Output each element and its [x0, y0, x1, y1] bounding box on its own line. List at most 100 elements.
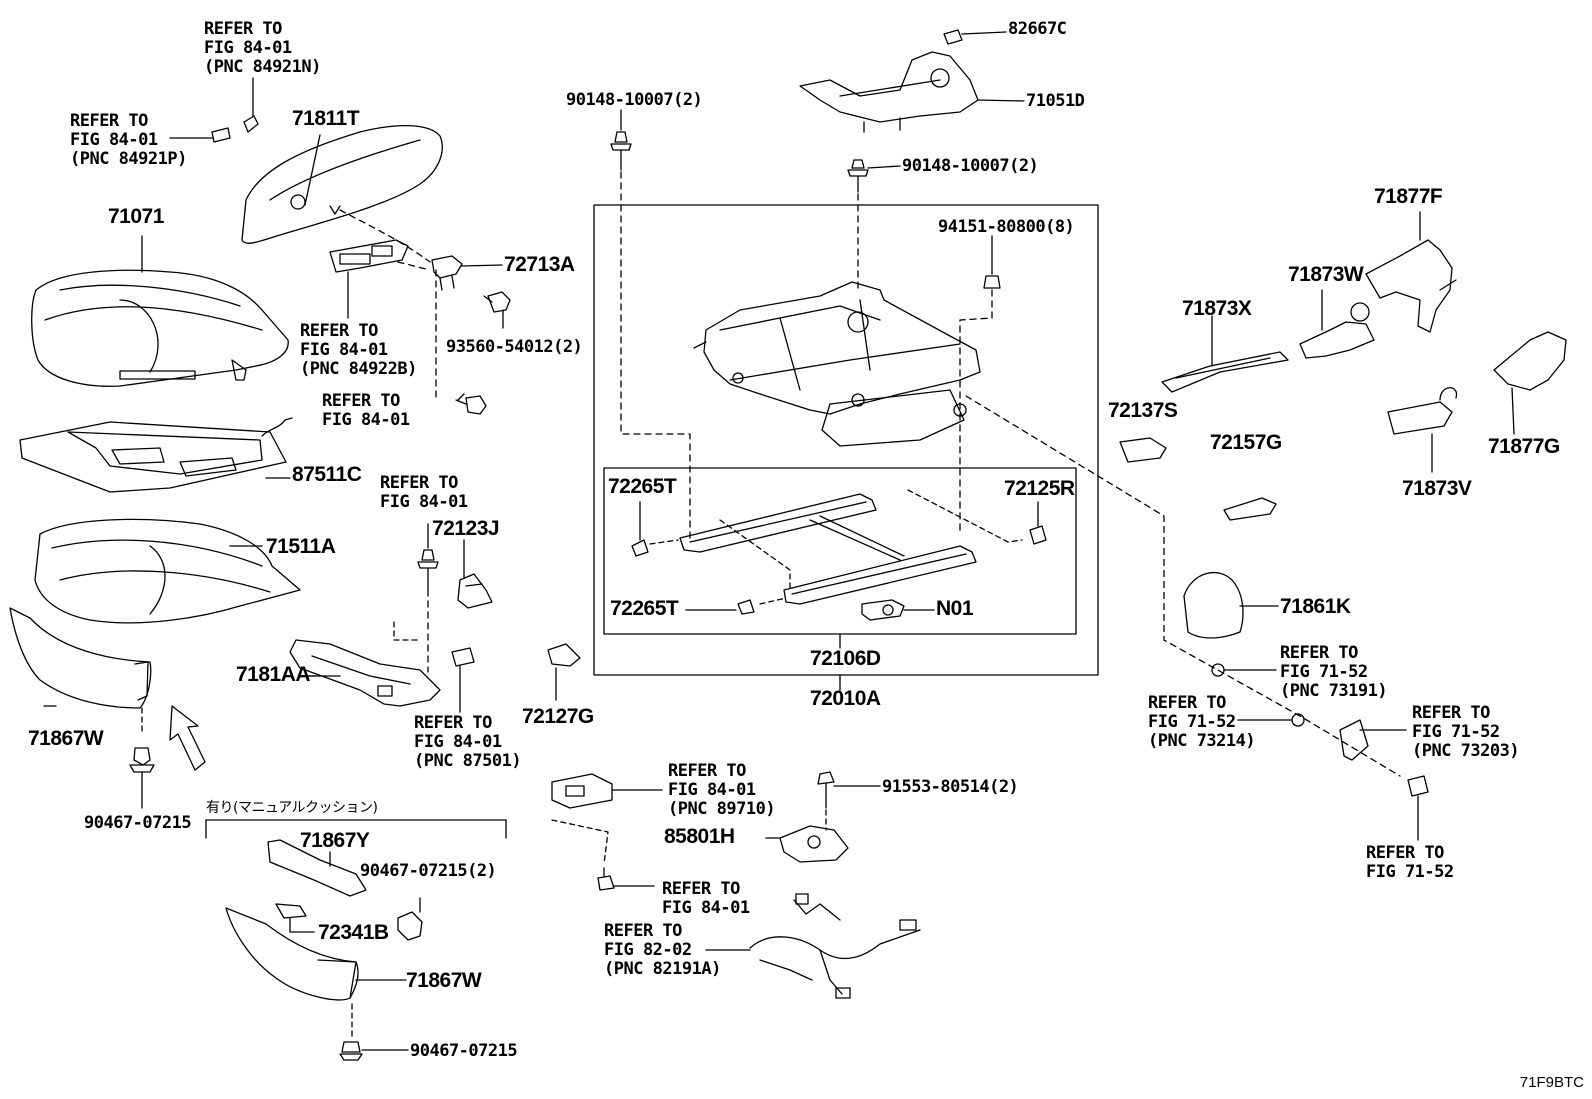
label-90148-left: 90148-10007(2) — [566, 90, 703, 110]
label-72341b: 72341B — [318, 921, 389, 944]
seat-cushion-pad-71511a — [34, 518, 301, 624]
cover-72157g — [1223, 497, 1277, 521]
cover-71877f — [1365, 211, 1457, 333]
recliner-71051d — [799, 51, 1025, 133]
option-bracket — [205, 819, 507, 839]
label-71511a: 71511A — [266, 535, 336, 558]
label-72157g: 72157G — [1210, 431, 1282, 454]
diagram-id: 71F9BTC — [1519, 1074, 1584, 1091]
note-84921n: REFER TO FIG 84-01 (PNC 84921N) — [204, 19, 321, 77]
motor-85801h — [765, 825, 849, 863]
bolt-73203 — [1339, 719, 1407, 761]
front-trim-71867w-lower — [225, 907, 407, 1041]
option-note: 有り(マニュアルクッション) — [206, 800, 378, 816]
label-90467-bottom: 90467-07215 — [410, 1041, 518, 1061]
washer-73191 — [1211, 663, 1277, 677]
nut-71-52 — [1407, 775, 1429, 841]
screw-84-01-bottom — [597, 867, 655, 891]
label-82667c: 82667C — [1008, 19, 1067, 39]
label-93560: 93560-54012(2) — [446, 337, 583, 357]
cover-72137s — [1119, 437, 1167, 463]
label-91553: 91553-80514(2) — [882, 777, 1019, 797]
trim-71867y — [267, 839, 367, 897]
note-73203: REFER TO FIG 71-52 (PNC 73203) — [1412, 703, 1520, 761]
bracket-72123j — [457, 539, 493, 609]
ecu-89710 — [551, 773, 663, 865]
label-7181aa: 7181AA — [236, 663, 311, 686]
label-71071: 71071 — [108, 205, 164, 228]
seat-frame — [693, 281, 981, 447]
note-89710: REFER TO FIG 84-01 (PNC 89710) — [668, 761, 776, 819]
label-85801h: 85801H — [664, 825, 735, 848]
note-84-01-bottom: REFER TO FIG 84-01 — [662, 879, 750, 918]
label-71867w-lower: 71867W — [406, 969, 482, 992]
label-72010a: 72010A — [810, 687, 881, 710]
slide-rails-72106d — [649, 489, 1023, 605]
bolt-91553 — [817, 771, 881, 831]
direction-arrow — [169, 705, 206, 771]
label-72137s: 72137S — [1108, 399, 1178, 422]
note-73191: REFER TO FIG 71-52 (PNC 73191) — [1280, 643, 1388, 701]
clip-84921n — [243, 77, 259, 133]
label-87511c: 87511C — [292, 463, 362, 486]
label-72106d: 72106D — [810, 647, 881, 670]
clip-72125r — [1029, 501, 1047, 545]
note-71-52: REFER TO FIG 71-52 — [1366, 843, 1454, 882]
seat-cushion-cover-71071 — [31, 269, 289, 387]
spacer-82667c — [943, 29, 1007, 45]
clip-72265t-lower — [685, 599, 755, 615]
bolt-90148-right — [847, 159, 901, 291]
bolt-90148-left — [610, 109, 691, 541]
clip-90467-left — [129, 747, 155, 809]
label-72713a: 72713A — [504, 253, 575, 276]
screw-93560 — [483, 291, 511, 329]
label-90467-mid: 90467-07215(2) — [360, 861, 497, 881]
label-72127g: 72127G — [522, 705, 594, 728]
note-84922b: REFER TO FIG 84-01 (PNC 84922B) — [300, 321, 417, 379]
motor-n01 — [861, 599, 935, 621]
seat-heater-87511c — [19, 417, 293, 493]
label-71873x: 71873X — [1182, 297, 1252, 320]
note-84-01-screw: REFER TO FIG 84-01 — [322, 391, 410, 430]
seat-side-71811t — [241, 124, 443, 263]
label-72123j: 72123J — [432, 517, 500, 540]
label-71867y: 71867Y — [300, 829, 370, 852]
bolt-84-01 — [417, 523, 439, 673]
label-n01: N01 — [936, 597, 974, 620]
label-72265t-upper: 72265T — [608, 475, 677, 498]
washer-73214 — [1237, 713, 1305, 727]
label-71873v: 71873V — [1402, 477, 1472, 500]
lever-71873v — [1387, 387, 1458, 473]
clip-90467-bottom — [339, 1041, 409, 1061]
cover-71877g — [1493, 331, 1567, 435]
bracket-72127g — [547, 643, 581, 701]
label-72125r: 72125R — [1004, 477, 1075, 500]
knob-71873w — [1299, 289, 1375, 359]
clip-84921p — [169, 127, 231, 143]
label-71877g: 71877G — [1488, 435, 1560, 458]
label-71877f: 71877F — [1374, 185, 1443, 208]
label-71051d: 71051D — [1026, 91, 1085, 111]
wire-harness-82191a — [705, 893, 921, 999]
label-72265t-lower: 72265T — [610, 597, 679, 620]
part-87501 — [451, 647, 475, 713]
label-90467-left: 90467-07215 — [84, 813, 192, 833]
note-84921p: REFER TO FIG 84-01 (PNC 84921P) — [70, 111, 187, 169]
label-71873w: 71873W — [1288, 263, 1364, 286]
cover-72713a — [431, 255, 503, 291]
label-94151: 94151-80800(8) — [938, 217, 1075, 237]
label-71861k: 71861K — [1280, 595, 1351, 618]
note-87501: REFER TO FIG 84-01 (PNC 87501) — [414, 713, 522, 771]
note-73214: REFER TO FIG 71-52 (PNC 73214) — [1148, 693, 1256, 751]
clip-72265t-upper — [631, 501, 649, 557]
seat-side-bracket — [329, 239, 431, 319]
screw-84-01 — [455, 395, 487, 415]
assembly-box-72010a — [593, 204, 1099, 676]
label-71811t: 71811T — [292, 107, 360, 130]
adjuster-7181aa — [289, 621, 441, 707]
pad-72341b — [275, 903, 315, 933]
lever-71873x — [1161, 315, 1289, 393]
cover-71861k — [1183, 571, 1279, 639]
